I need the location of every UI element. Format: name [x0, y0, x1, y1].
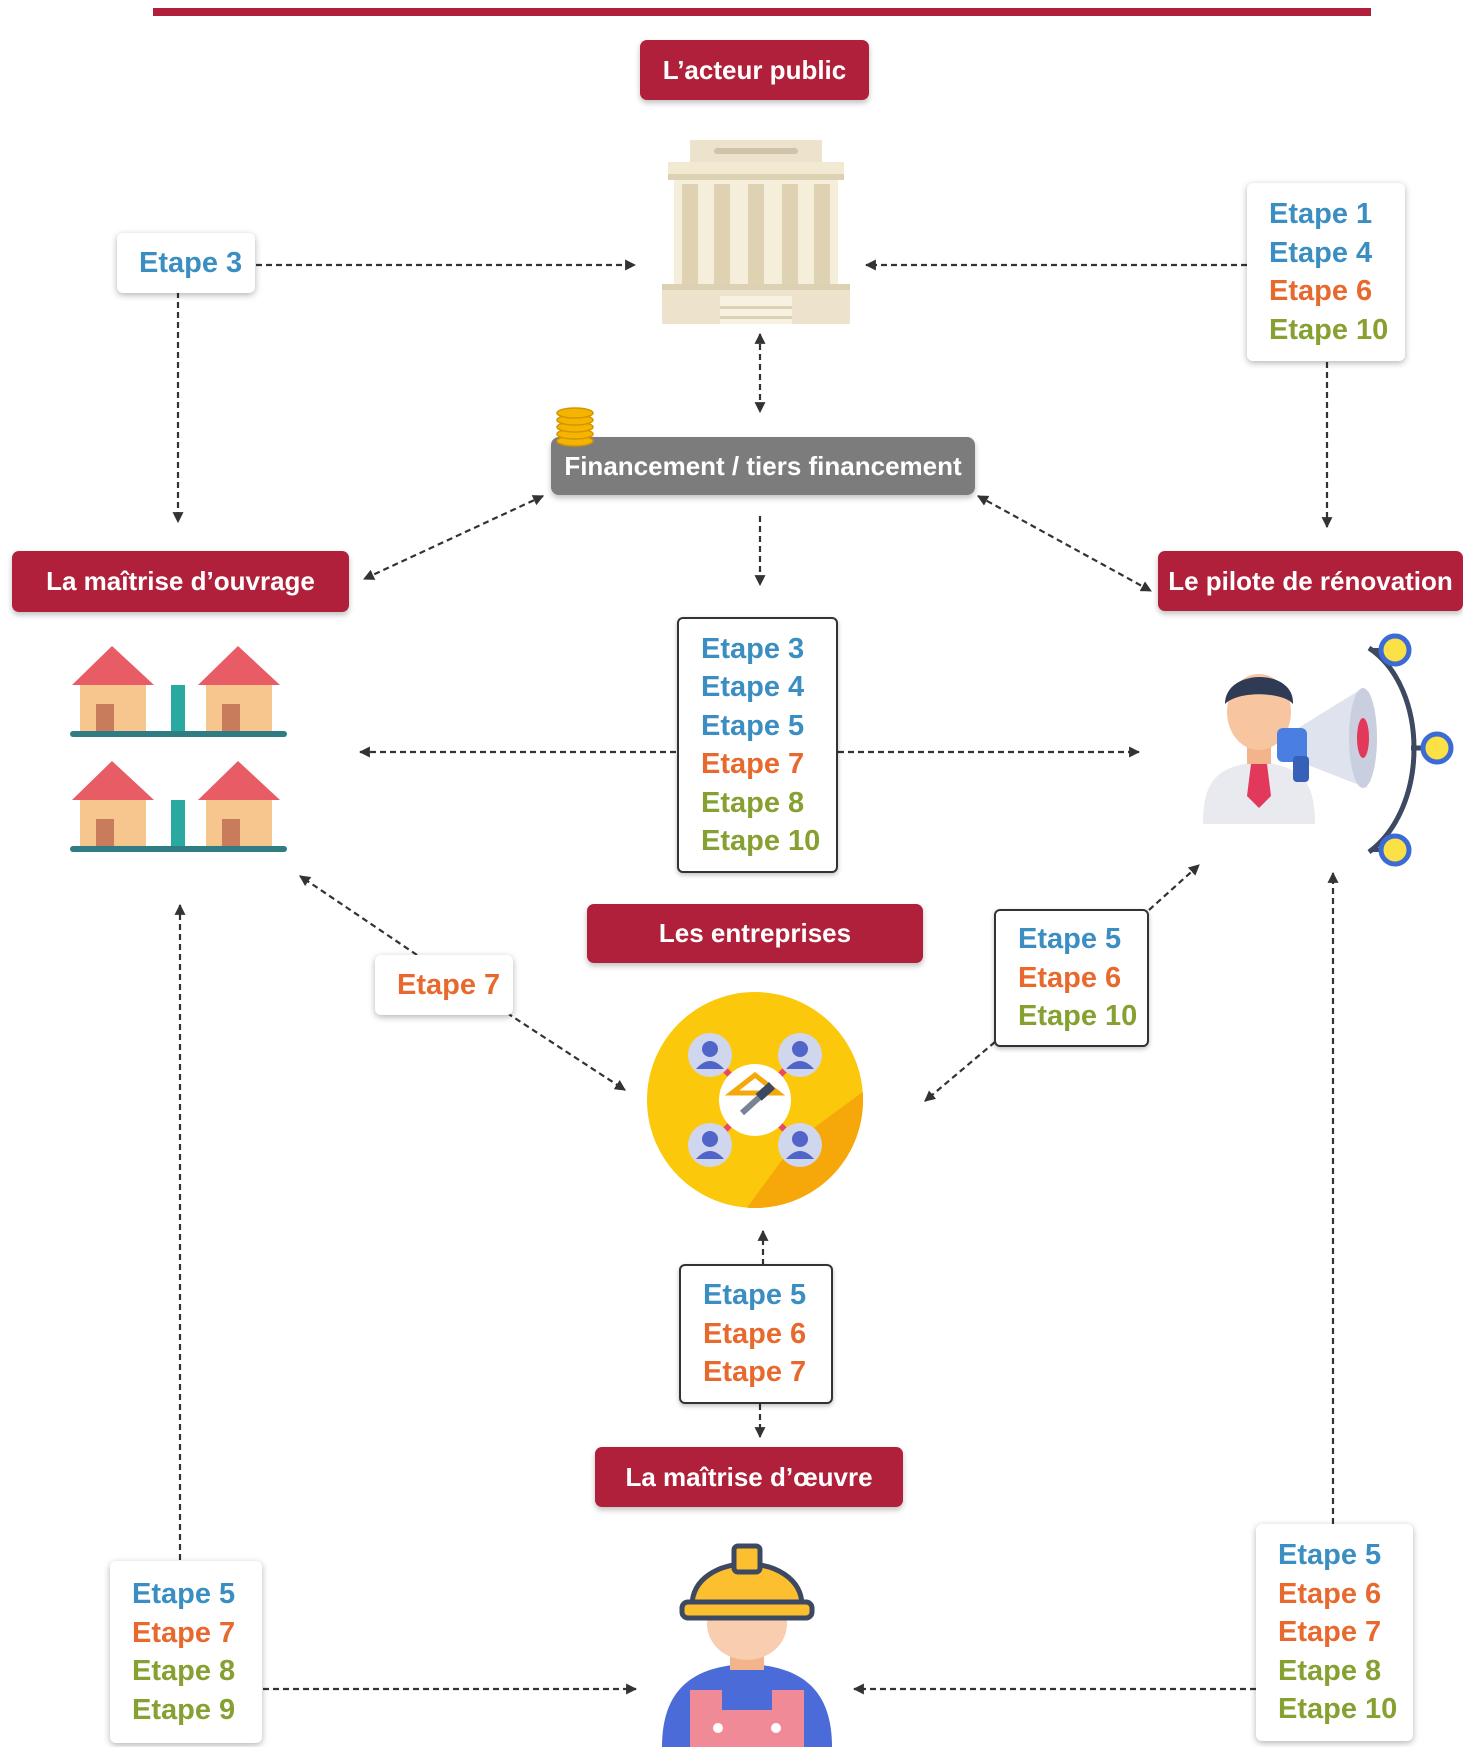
role-public-actor: L’acteur public: [640, 40, 869, 100]
steps-box-bottomright: Etape 5 Etape 6 Etape 7 Etape 8 Etape 10: [1256, 1524, 1413, 1741]
step-label: Etape 3: [139, 246, 243, 279]
step-label: Etape 4: [701, 671, 805, 703]
companies-network-icon: [647, 992, 863, 1208]
step-label: Etape 7: [1278, 1616, 1382, 1649]
coin-stack-icon: [556, 407, 594, 447]
step-label: Etape 6: [1278, 1577, 1382, 1610]
role-pilot: Le pilote de rénovation: [1158, 551, 1463, 611]
worker-helmet-icon: [662, 1543, 832, 1747]
role-companies: Les entreprises: [587, 904, 923, 963]
step-label: Etape 7: [701, 748, 805, 780]
step-label: Etape 7: [397, 968, 501, 1001]
arrow-step7-to-companies: [506, 1012, 626, 1091]
step-label: Etape 10: [1018, 1000, 1138, 1033]
step-label: Etape 10: [1269, 313, 1389, 346]
step-label: Etape 8: [1278, 1654, 1382, 1687]
arrow-financing-pilot: [977, 495, 1152, 592]
arrow-steps-to-pilot: [1148, 864, 1200, 911]
step-label: Etape 6: [703, 1317, 807, 1350]
step-label: Etape 4: [1269, 236, 1373, 269]
step-label: Etape 3: [701, 632, 805, 665]
houses-icon: [70, 646, 287, 852]
top-accent-bar: [153, 8, 1371, 16]
pilot-megaphone-icon: [1203, 633, 1454, 867]
steps-box-midleft: Etape 7: [375, 955, 513, 1015]
steps-box-topleft: Etape 3: [117, 233, 255, 293]
step-label: Etape 1: [1269, 198, 1373, 230]
role-owner: La maîtrise d’ouvrage: [12, 551, 349, 612]
arrow-step7-to-owner: [299, 875, 418, 956]
step-label: Etape 7: [703, 1356, 807, 1389]
steps-box-midright: Etape 5 Etape 6 Etape 10: [994, 909, 1149, 1047]
step-label: Etape 8: [132, 1655, 236, 1687]
step-label: Etape 5: [1278, 1539, 1382, 1572]
step-label: Etape 8: [701, 786, 805, 819]
step-label: Etape 6: [1018, 961, 1122, 994]
step-label: Etape 5: [703, 1279, 807, 1312]
steps-box-lowcenter: Etape 5 Etape 6 Etape 7: [679, 1264, 833, 1404]
steps-box-topright: Etape 1 Etape 4 Etape 6 Etape 10: [1247, 183, 1405, 361]
step-label: Etape 5: [1018, 923, 1122, 956]
step-label: Etape 7: [132, 1616, 236, 1649]
arrow-steps-to-companies: [924, 1041, 996, 1102]
steps-box-bottomleft: Etape 5 Etape 7 Etape 8 Etape 9: [110, 1561, 262, 1743]
step-label: Etape 10: [701, 825, 821, 857]
role-contractor: La maîtrise d’œuvre: [595, 1447, 903, 1507]
government-building-icon: [662, 140, 850, 324]
step-label: Etape 9: [132, 1693, 236, 1726]
step-label: Etape 10: [1278, 1693, 1398, 1726]
step-label: Etape 5: [132, 1578, 236, 1610]
step-label: Etape 5: [701, 709, 805, 742]
role-financing: Financement / tiers financement: [551, 437, 975, 495]
arrow-financing-owner: [363, 495, 544, 580]
steps-box-center: Etape 3 Etape 4 Etape 5 Etape 7 Etape 8 Etape…: [677, 617, 838, 873]
step-label: Etape 6: [1269, 275, 1373, 307]
